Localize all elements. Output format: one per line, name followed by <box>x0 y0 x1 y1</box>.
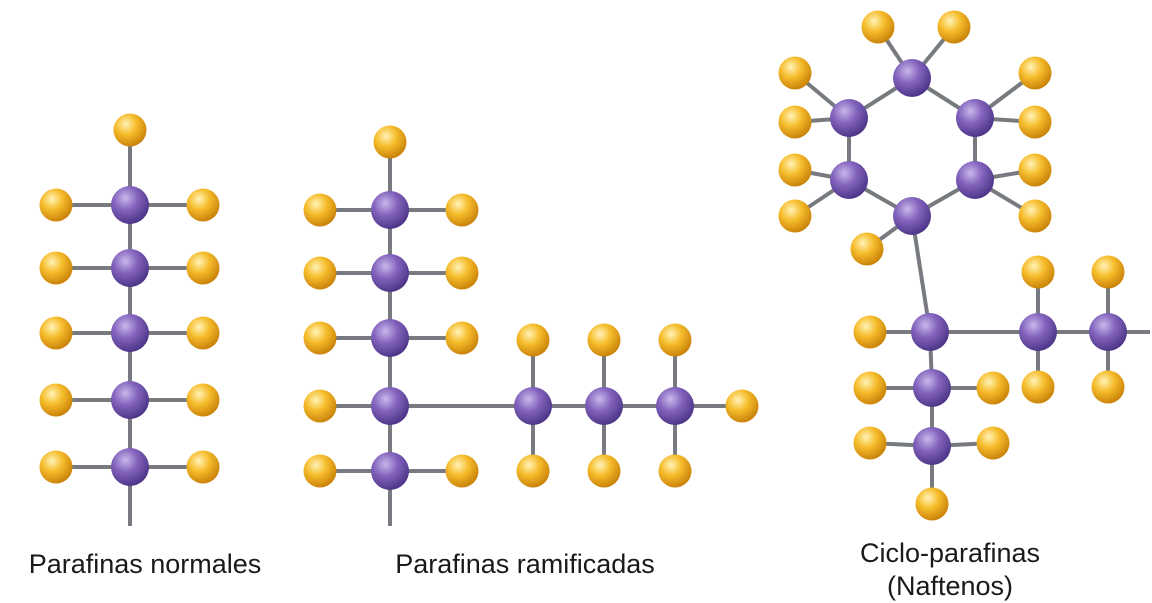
hydrogen-atom <box>516 454 550 488</box>
hydrogen-atom <box>1018 153 1052 187</box>
carbon-atom <box>893 197 931 235</box>
hydrogen-atom-top <box>373 125 407 159</box>
carbon-atom <box>111 448 149 486</box>
atoms-layer <box>39 10 1127 521</box>
hydrogen-atom <box>39 316 73 350</box>
carbon-atom <box>371 319 409 357</box>
hydrogen-atom <box>445 454 479 488</box>
hydrogen-atom <box>778 153 812 187</box>
carbon-atom <box>371 387 409 425</box>
carbon-atom <box>111 381 149 419</box>
hydrogen-atom <box>1021 370 1055 404</box>
hydrogen-atom <box>39 450 73 484</box>
hydrogen-atom <box>186 383 220 417</box>
hydrogen-atom <box>976 426 1010 460</box>
hydrogen-atom <box>39 188 73 222</box>
hydrogen-atom <box>445 321 479 355</box>
carbon-atom <box>371 191 409 229</box>
hydrogen-atom <box>658 454 692 488</box>
carbon-atom <box>830 161 868 199</box>
hydrogen-atom <box>853 315 887 349</box>
hydrogen-atom <box>39 383 73 417</box>
bond <box>910 215 932 333</box>
carbon-atom <box>371 254 409 292</box>
carbon-atom <box>913 427 951 465</box>
hydrogen-atom <box>303 454 337 488</box>
caption-ciclo-line2: (Naftenos) <box>886 571 1014 601</box>
caption-ciclo-line1: Ciclo-parafinas <box>859 538 1041 568</box>
caption-parafinas-normales: Parafinas normales <box>28 549 262 579</box>
hydrogen-atom <box>778 199 812 233</box>
hydrogen-atom <box>1091 255 1125 289</box>
hydrogen-atom <box>516 323 550 357</box>
hydrogen-atom <box>587 454 621 488</box>
hydrogen-atom <box>445 193 479 227</box>
hydrogen-atom <box>976 371 1010 405</box>
carbon-atom <box>913 369 951 407</box>
hydrogen-atom <box>658 323 692 357</box>
carbon-atom <box>830 99 868 137</box>
carbon-atom <box>1019 313 1057 351</box>
carbon-atom <box>911 313 949 351</box>
carbon-atom <box>111 314 149 352</box>
hydrogen-atom <box>725 389 759 423</box>
caption-ciclo-parafinas: Ciclo-parafinas (Naftenos) <box>800 537 1100 603</box>
carbon-atom <box>956 161 994 199</box>
hydrogen-atom <box>850 232 884 266</box>
carbon-atom <box>371 452 409 490</box>
hydrogen-atom <box>303 321 337 355</box>
hydrogen-atom <box>1018 105 1052 139</box>
carbon-atom <box>656 387 694 425</box>
hydrogen-atom <box>186 450 220 484</box>
carbon-atom <box>956 99 994 137</box>
hydrogen-atom <box>1021 255 1055 289</box>
hydrogen-atom <box>39 251 73 285</box>
hydrogen-atom <box>303 256 337 290</box>
hydrogen-atom <box>778 105 812 139</box>
hydrogen-atom <box>445 256 479 290</box>
hydrogen-atom <box>861 10 895 44</box>
hydrogen-atom <box>303 193 337 227</box>
hydrogen-atom <box>853 426 887 460</box>
hydrogen-atom <box>778 56 812 90</box>
hydrogen-atom <box>186 316 220 350</box>
hydrogen-atom <box>937 10 971 44</box>
caption-parafinas-ramificadas: Parafinas ramificadas <box>395 549 655 579</box>
carbon-atom <box>893 59 931 97</box>
hydrogen-atom <box>853 371 887 405</box>
hydrogen-atom <box>1091 370 1125 404</box>
hydrogen-atom <box>587 323 621 357</box>
hydrogen-atom <box>186 188 220 222</box>
hydrogen-atom <box>915 487 949 521</box>
carbon-atom <box>1089 313 1127 351</box>
carbon-atom <box>585 387 623 425</box>
carbon-atom <box>514 387 552 425</box>
carbon-atom <box>111 249 149 287</box>
hydrogen-atom <box>186 251 220 285</box>
hydrogen-atom <box>303 389 337 423</box>
carbon-atom <box>111 186 149 224</box>
hydrogen-atom <box>1018 199 1052 233</box>
hydrogen-atom-top <box>113 113 147 147</box>
hydrogen-atom <box>1018 56 1052 90</box>
